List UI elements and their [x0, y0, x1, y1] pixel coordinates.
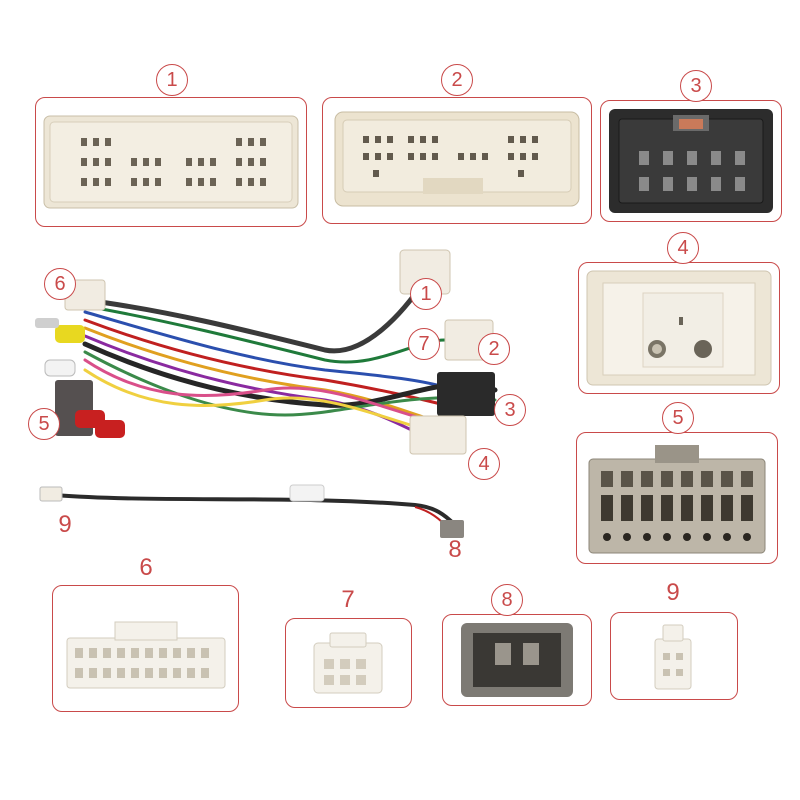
connector-8-image — [461, 623, 573, 697]
harness-label-2: 2 — [478, 333, 510, 365]
connector-1-image — [43, 115, 299, 209]
extension-cable-image — [39, 484, 464, 538]
connector-4-panel — [578, 262, 780, 394]
connector-7-panel — [285, 618, 412, 708]
harness-label-3: 3 — [494, 394, 526, 426]
harness-label-7: 7 — [408, 328, 440, 360]
connector-6-image — [66, 621, 226, 689]
harness-label-6: 6 — [44, 268, 76, 300]
connector-9-image — [654, 624, 692, 690]
rca-yellow-plug — [55, 325, 85, 343]
connector-2-panel — [322, 97, 592, 224]
connector-4-image — [586, 270, 772, 386]
harness-connector-4 — [409, 415, 467, 455]
cable-sleeve — [289, 484, 325, 502]
harness-label-4: 4 — [468, 448, 500, 480]
rca-white-plug — [44, 359, 76, 377]
connector-2-image — [334, 111, 580, 207]
rca-red-plug-2 — [95, 420, 125, 438]
connector-5-image — [588, 445, 766, 554]
connector-9-number: 9 — [666, 579, 680, 606]
cable-label-9: 9 — [58, 511, 72, 538]
cable-end-connector-8 — [440, 520, 464, 538]
cable-label-8: 8 — [448, 536, 462, 563]
harness-label-5: 5 — [28, 408, 60, 440]
connector-3-panel — [600, 100, 782, 222]
connector-6-panel — [52, 585, 239, 712]
harness-label-1: 1 — [410, 278, 442, 310]
connector-8-number: 8 — [491, 584, 523, 616]
connector-8-panel — [442, 614, 592, 706]
connector-5-panel — [576, 432, 778, 564]
connector-1-panel — [35, 97, 307, 227]
cable-end-connector-9 — [39, 486, 63, 502]
connector-4-number: 4 — [667, 232, 699, 264]
connector-7-number: 7 — [341, 586, 355, 613]
connector-3-number: 3 — [680, 70, 712, 102]
connector-5-number: 5 — [662, 402, 694, 434]
harness-connector-3 — [437, 372, 495, 416]
connector-6-number: 6 — [139, 554, 153, 581]
connector-1-number: 1 — [156, 64, 188, 96]
rca-plug-tip — [35, 318, 59, 328]
connector-7-image — [313, 632, 383, 694]
connector-3-image — [609, 109, 773, 213]
connector-2-number: 2 — [441, 64, 473, 96]
connector-9-panel — [610, 612, 738, 700]
